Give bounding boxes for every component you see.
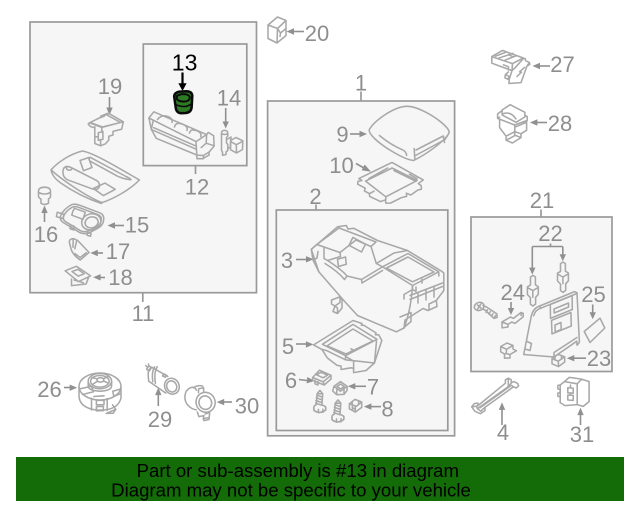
svg-text:8: 8: [381, 397, 393, 422]
svg-text:24: 24: [501, 280, 525, 305]
svg-text:16: 16: [34, 222, 58, 247]
svg-text:Part or sub-assembly is #13 in: Part or sub-assembly is #13 in diagram: [137, 460, 459, 481]
svg-text:18: 18: [108, 265, 132, 290]
svg-text:7: 7: [367, 375, 379, 400]
svg-text:22: 22: [538, 221, 562, 246]
svg-text:6: 6: [285, 368, 297, 393]
svg-text:26: 26: [37, 377, 61, 402]
svg-text:20: 20: [305, 21, 329, 46]
svg-text:10: 10: [329, 153, 353, 178]
svg-text:4: 4: [497, 420, 509, 445]
svg-text:29: 29: [148, 407, 172, 432]
svg-text:1: 1: [355, 71, 367, 96]
svg-text:31: 31: [570, 422, 594, 447]
svg-text:21: 21: [530, 188, 554, 213]
svg-text:11: 11: [132, 301, 155, 326]
svg-text:28: 28: [548, 111, 572, 136]
svg-text:14: 14: [217, 86, 241, 111]
svg-text:9: 9: [336, 122, 348, 147]
svg-text:23: 23: [587, 346, 611, 371]
svg-text:30: 30: [235, 394, 259, 419]
svg-text:19: 19: [98, 74, 122, 99]
svg-text:12: 12: [185, 175, 209, 200]
svg-text:5: 5: [282, 334, 294, 359]
svg-text:15: 15: [125, 213, 149, 238]
svg-text:2: 2: [309, 184, 321, 209]
svg-text:Diagram may not be specific to: Diagram may not be specific to your vehi…: [111, 480, 471, 501]
svg-text:27: 27: [550, 52, 574, 77]
svg-text:25: 25: [581, 282, 605, 307]
svg-text:13: 13: [172, 50, 198, 76]
svg-text:3: 3: [281, 248, 293, 273]
svg-text:17: 17: [106, 239, 130, 264]
